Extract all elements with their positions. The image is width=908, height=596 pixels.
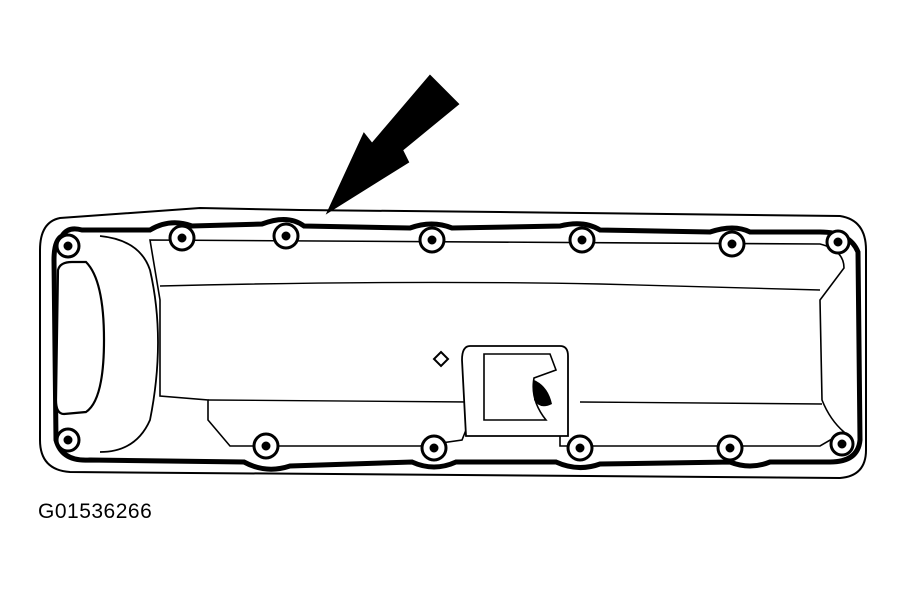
figure-id-label: G01536266 bbox=[38, 500, 153, 523]
filler-cap bbox=[54, 260, 106, 416]
ridge-top bbox=[159, 281, 821, 291]
gasket-line bbox=[51, 217, 863, 472]
bolt bbox=[420, 434, 448, 462]
bolt-row-top bbox=[55, 222, 851, 259]
bolt bbox=[829, 431, 855, 457]
cover-outer-outline bbox=[39, 206, 867, 480]
bolt bbox=[168, 224, 196, 252]
ridge-bottom bbox=[207, 399, 823, 405]
bolt bbox=[825, 229, 851, 255]
bolt-row-bottom bbox=[55, 427, 855, 462]
diamond-mark bbox=[432, 350, 450, 368]
bolt bbox=[55, 233, 81, 259]
bolt bbox=[418, 226, 446, 254]
bolt bbox=[568, 226, 596, 254]
bolt bbox=[272, 222, 300, 250]
filler-housing bbox=[99, 235, 159, 453]
breather-shading bbox=[534, 380, 552, 407]
bolt bbox=[55, 427, 81, 453]
pointer-arrow bbox=[325, 74, 460, 215]
bolt bbox=[566, 434, 594, 462]
bolt bbox=[718, 230, 746, 258]
bolt bbox=[716, 434, 744, 462]
bolt bbox=[252, 432, 280, 460]
